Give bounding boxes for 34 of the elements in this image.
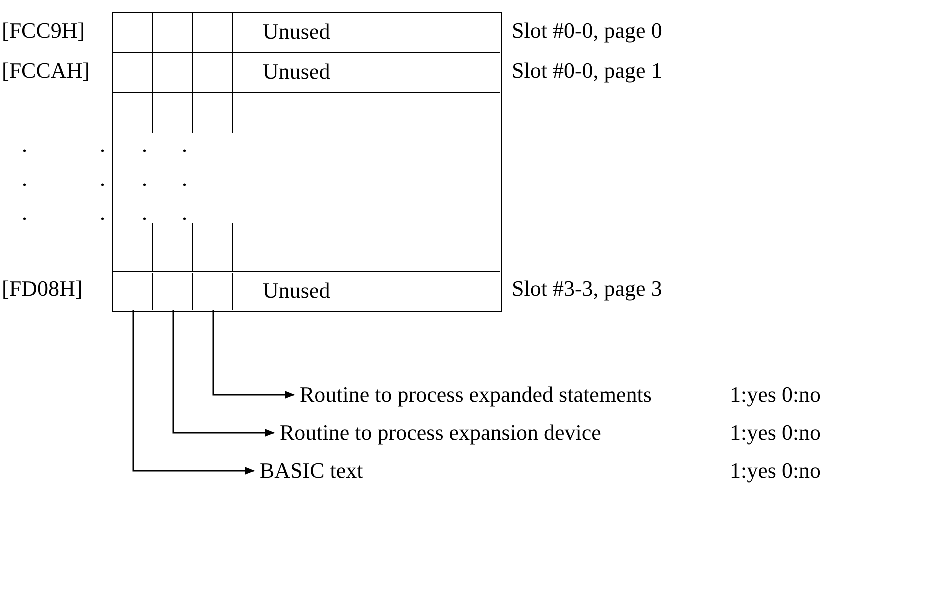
- note-text: 1:yes 0:no: [730, 382, 822, 408]
- description-text: Routine to process expansion device: [280, 420, 602, 446]
- cell-text: Unused: [263, 278, 330, 304]
- description-text: BASIC text: [260, 458, 364, 484]
- address-label: [FCC9H]: [2, 18, 86, 44]
- ellipsis-dot: .: [100, 166, 106, 192]
- cell-text: Unused: [263, 19, 330, 45]
- ellipsis-dot: .: [22, 132, 28, 158]
- slot-label: Slot #3-3, page 3: [512, 276, 662, 302]
- note-text: 1:yes 0:no: [730, 420, 822, 446]
- arrow: [172, 310, 275, 437]
- ellipsis-dot: .: [182, 166, 188, 192]
- ellipsis-dot: .: [100, 200, 106, 226]
- slot-label: Slot #0-0, page 1: [512, 58, 662, 84]
- table-row: [113, 271, 500, 311]
- address-label: [FCCAH]: [2, 58, 90, 84]
- table-row: [113, 13, 500, 53]
- ellipsis-dot: .: [22, 166, 28, 192]
- ellipsis-dot: .: [100, 132, 106, 158]
- ellipsis-dot: .: [22, 200, 28, 226]
- address-label: [FD08H]: [2, 276, 83, 302]
- cell-text: Unused: [263, 59, 330, 85]
- ellipsis-dot: .: [142, 166, 148, 192]
- description-text: Routine to process expanded statements: [300, 382, 652, 408]
- slot-label: Slot #0-0, page 0: [512, 18, 662, 44]
- ellipsis-dot: .: [182, 200, 188, 226]
- arrow: [132, 310, 255, 475]
- arrow: [212, 310, 295, 399]
- ellipsis-dot: .: [142, 200, 148, 226]
- note-text: 1:yes 0:no: [730, 458, 822, 484]
- memory-table: [112, 12, 502, 312]
- ellipsis-dot: .: [182, 132, 188, 158]
- table-row: [113, 53, 500, 93]
- ellipsis-dot: .: [142, 132, 148, 158]
